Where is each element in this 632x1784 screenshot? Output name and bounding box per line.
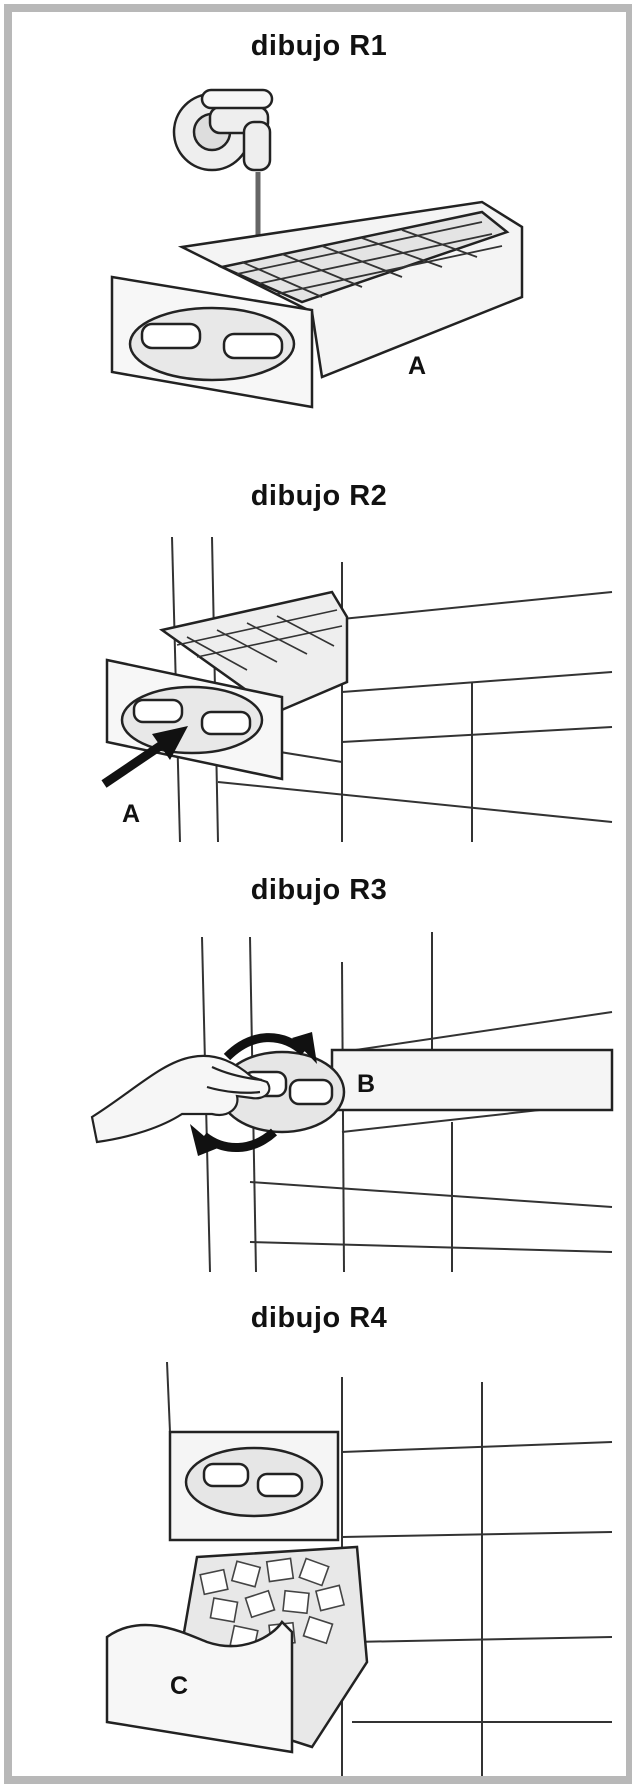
callout-a-r2: A <box>122 800 140 828</box>
faucet-icon <box>172 88 274 172</box>
rotate-arrows-icon <box>201 1033 308 1152</box>
figure-title-r4: dibujo R4 <box>250 1302 388 1334</box>
push-arrow-icon <box>101 726 188 788</box>
callout-b-r3: B <box>357 1070 375 1098</box>
arrowhead-bottom-icon <box>190 1124 218 1156</box>
figure-r4: dibujo R4 <box>12 1282 626 1776</box>
arrowhead-top-icon <box>292 1032 317 1064</box>
figure-r1: dibujo R1 <box>12 12 626 442</box>
ice-tray-icon <box>105 590 349 781</box>
figure-title-r1: dibujo R1 <box>250 30 388 62</box>
callout-c-r4: C <box>170 1672 188 1700</box>
figure-r3: dibujo R3 <box>12 852 626 1282</box>
hand-icon <box>90 1054 271 1144</box>
tray-front-plate-icon <box>168 1430 340 1542</box>
ice-bin-drawer-icon <box>105 1545 369 1754</box>
manual-figure-frame: dibujo R1 <box>4 4 632 1784</box>
ice-tray-insert-illustration: A <box>101 536 613 843</box>
ice-tray-twist-illustration: B <box>90 932 614 1273</box>
freezer-compartment-icon <box>166 1361 613 1776</box>
figure-r2: dibujo R2 <box>12 442 626 852</box>
figure-title-r3: dibujo R3 <box>250 874 388 906</box>
figure-title-r2: dibujo R2 <box>250 480 388 512</box>
tray-front-plate-icon <box>218 1048 614 1134</box>
callout-a-r1: A <box>408 352 426 380</box>
ice-bin-illustration: C <box>105 1361 613 1776</box>
ice-tray-filling-illustration: A <box>110 88 524 409</box>
ice-tray-icon <box>110 200 524 409</box>
